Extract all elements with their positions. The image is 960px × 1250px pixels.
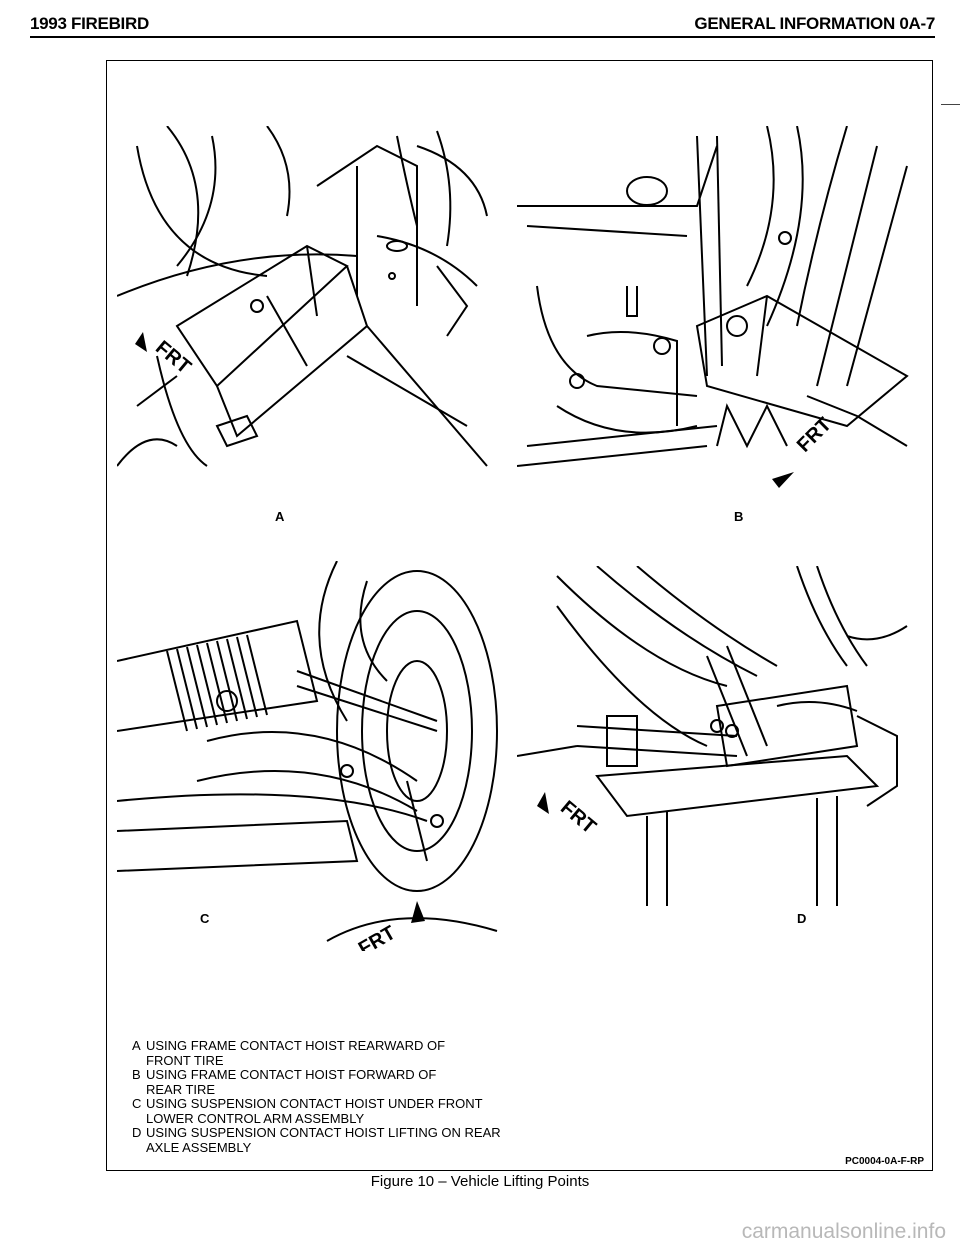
- panel-a-letter: A: [275, 509, 285, 524]
- margin-tick: [941, 104, 960, 105]
- panel-d-illustration: FRT D: [517, 566, 917, 926]
- panel-d-frt-label: FRT: [556, 797, 600, 839]
- panel-c-front-arrow-icon: [411, 901, 425, 923]
- panel-b-letter: B: [734, 509, 744, 524]
- panel-c-letter: C: [200, 911, 210, 926]
- panel-d-letter: D: [797, 911, 807, 926]
- legend-item-b: B USING FRAME CONTACT HOIST FORWARD OF R…: [132, 1067, 437, 1097]
- panel-a-illustration: FRT A: [117, 126, 507, 524]
- part-code: PC0004-0A-F-RP: [845, 1156, 924, 1167]
- header-model: 1993 FIREBIRD: [30, 14, 149, 33]
- panel-a-front-arrow-icon: [135, 332, 147, 352]
- legend-item-c: C USING SUSPENSION CONTACT HOIST UNDER F…: [132, 1096, 483, 1126]
- figure-legend: A USING FRAME CONTACT HOIST REARWARD OF …: [132, 1038, 652, 1155]
- panel-d-front-arrow-icon: [537, 792, 549, 814]
- figure-caption: Figure 10 – Vehicle Lifting Points: [370, 1173, 590, 1190]
- legend-item-a: A USING FRAME CONTACT HOIST REARWARD OF …: [132, 1038, 446, 1068]
- panel-c-illustration: FRT C: [117, 561, 507, 951]
- legend-item-d: D USING SUSPENSION CONTACT HOIST LIFTING…: [132, 1125, 501, 1155]
- figure-frame: FRT A: [106, 60, 933, 1171]
- panel-b-illustration: FRT B: [517, 126, 917, 524]
- page-header: 1993 FIREBIRD GENERAL INFORMATION 0A-7: [30, 10, 935, 38]
- header-section: GENERAL INFORMATION 0A-7: [694, 14, 935, 33]
- panel-b-front-arrow-icon: [772, 472, 794, 488]
- site-watermark: carmanualsonline.info: [741, 1220, 946, 1243]
